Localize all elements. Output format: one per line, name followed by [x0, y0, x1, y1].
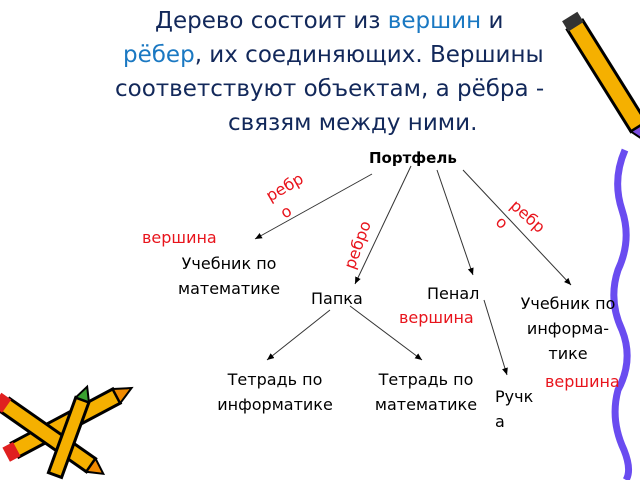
edge-folder-notebook-math: [349, 305, 423, 361]
node-text: информатике: [217, 395, 333, 414]
node-text: тике: [548, 344, 588, 363]
pencil-icon-bottom-left-3: [46, 384, 91, 480]
vertex-label-2: вершина: [399, 308, 474, 327]
edge-root-textbook-cs: [462, 169, 572, 286]
node-folder: Папка: [311, 289, 363, 308]
node-root: Портфель: [369, 149, 457, 167]
node-pen: Ручк а: [495, 384, 533, 434]
node-text: математике: [374, 395, 478, 414]
edge-root-textbook-math: [254, 173, 373, 240]
edge-root-pencil-case: [436, 169, 474, 276]
wavy-line-decoration: [610, 148, 633, 480]
node-text: информа-: [526, 319, 610, 338]
node-text: а: [495, 412, 505, 431]
node-text: математике: [178, 279, 281, 298]
node-text: Тетрадь по: [378, 370, 474, 389]
title-text: Дерево состоит из: [155, 8, 388, 34]
vertex-label-3: вершина: [545, 372, 620, 391]
title-text: , их соединяющих. Вершины: [194, 42, 544, 68]
title-line-3: соответствуют объектам, а рёбра -: [115, 76, 545, 102]
title-highlight-edges: рёбер: [123, 42, 195, 68]
pencil-icon-top-right: [562, 11, 640, 146]
node-notebook-math: Тетрадь по математике: [366, 367, 486, 417]
node-textbook-math: Учебник по математике: [178, 251, 280, 301]
node-text: Тетрадь по: [227, 370, 323, 389]
edge-root-folder: [354, 165, 412, 285]
title-line-4: связям между ними.: [228, 110, 478, 136]
node-text: Ручк: [495, 387, 534, 406]
title-line-1: Дерево состоит из вершин и: [155, 4, 503, 38]
title-text: и: [481, 8, 504, 34]
node-notebook-cs: Тетрадь по информатике: [205, 367, 345, 417]
node-textbook-cs: Учебник по информа-тике: [510, 291, 626, 366]
title-line-2: рёбер, их соединяющих. Вершины: [123, 38, 544, 72]
vertex-label-1: вершина: [142, 228, 217, 247]
node-text: Учебник по: [181, 254, 277, 273]
node-text: Учебник по: [520, 294, 616, 313]
node-pencil-case: Пенал: [427, 284, 480, 303]
edge-pencil-case-pen: [483, 299, 508, 376]
title-highlight-vertices: вершин: [387, 8, 482, 34]
edge-folder-notebook-cs: [266, 309, 331, 361]
